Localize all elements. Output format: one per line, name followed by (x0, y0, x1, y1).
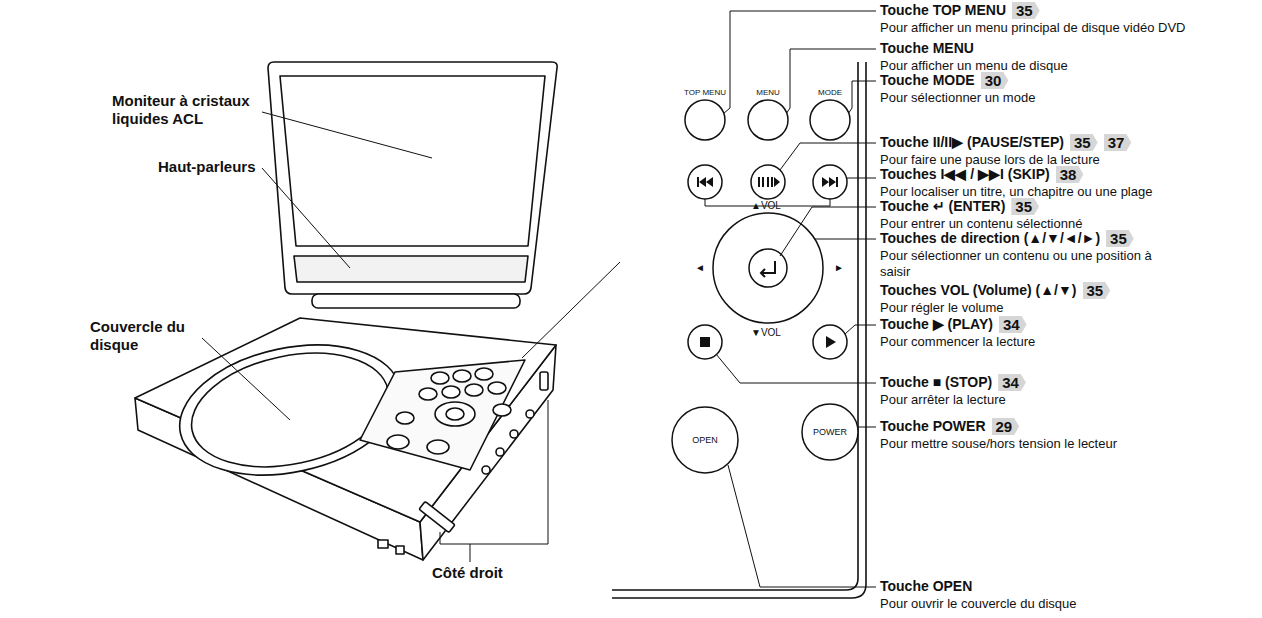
direction-pad (713, 213, 823, 323)
page-reference: 34 (999, 316, 1027, 333)
part-name: Haut-parleurs (158, 158, 256, 176)
button-description: Pour entrer un contenu sélectionné (880, 216, 1082, 232)
hinge (312, 294, 520, 308)
part-name: Moniteur à cristaux liquides ACL (112, 92, 262, 128)
button-name: Touche OPEN (880, 578, 972, 595)
button-name: Touche ▶ (PLAY) (880, 316, 993, 333)
callout-row: Touche ▶ (PLAY) 34 (880, 316, 1027, 333)
page-reference: 35 (1106, 230, 1134, 247)
button-description: Pour sélectionner un contenu ou une posi… (880, 248, 1170, 280)
button-name: Touche MODE (880, 72, 975, 89)
button-node: MODE (808, 89, 852, 142)
direction-mark: ► (834, 262, 844, 274)
button-description: Pour afficher un menu principal de disqu… (880, 20, 1185, 36)
part-name: Côté droit (432, 564, 503, 582)
volume-mark: ▼VOL (751, 327, 781, 339)
callout-row: Touche POWER 29 (880, 418, 1019, 435)
page-reference: 29 (992, 418, 1020, 435)
callout-row: Touches VOL (Volume) (▲/▼) 35 (880, 282, 1110, 299)
skip-forward-button (813, 165, 847, 199)
play-button (813, 325, 847, 359)
button-node: OPEN (671, 406, 739, 474)
button-description: Pour arrêter la lecture (880, 392, 1006, 408)
button-name: Touche II/II▶ (PAUSE/STEP) (880, 134, 1064, 151)
button-description: Pour afficher un menu de disque (880, 58, 1068, 74)
button-name: Touches VOL (Volume) (▲/▼) (880, 282, 1077, 299)
button-node: TOP MENU (682, 89, 728, 142)
disc-cover-inner (181, 336, 399, 483)
callout-row: Touche OPEN (880, 578, 972, 595)
button-description: Pour localiser un titre, un chapitre ou … (880, 184, 1152, 200)
base-top-face (135, 318, 556, 522)
part-name: Couvercle du disque (90, 318, 202, 354)
button-node: POWER (801, 403, 859, 461)
button-label: MODE (818, 89, 842, 97)
button-description: Pour mettre souse/hors tension le lecteu… (880, 436, 1117, 452)
button-circle (748, 100, 788, 140)
page-reference: 37 (1104, 134, 1132, 151)
button-description: Pour régler le volume (880, 300, 1004, 316)
button-node: MENU (746, 89, 790, 142)
callout-row: Touche ↵ (ENTER) 35 (880, 198, 1039, 215)
page-reference: 35 (1083, 282, 1111, 299)
callout-row: Touches I◀◀ / ▶▶I (SKIP) 38 (880, 166, 1083, 183)
callout-row: Touches de direction (▲/▼/◄/►) 35 (880, 230, 1134, 247)
button-panel (360, 360, 525, 470)
pause-step-button (751, 165, 785, 199)
callout-row: Touche TOP MENU 35 (880, 2, 1040, 19)
base-right-face (420, 345, 556, 560)
button-description: Pour commencer la lecture (880, 334, 1035, 350)
button-description: Pour sélectionner un mode (880, 90, 1035, 106)
callout-row: Touche MODE 30 (880, 72, 1008, 89)
page-reference: 38 (1056, 166, 1084, 183)
lid (268, 62, 557, 294)
skip-back-button (688, 165, 722, 199)
button-label: TOP MENU (684, 89, 726, 97)
button-circle (672, 407, 738, 473)
button-name: Touche TOP MENU (880, 2, 1006, 19)
lcd-screen (280, 76, 545, 246)
button-name: Touche MENU (880, 40, 974, 57)
button-name: Touche ■ (STOP) (880, 374, 992, 391)
button-circle (685, 100, 725, 140)
button-label: POWER (813, 428, 847, 437)
button-name: Touches I◀◀ / ▶▶I (SKIP) (880, 166, 1050, 183)
button-description: Pour ouvrir le couvercle du disque (880, 596, 1077, 612)
button-label: OPEN (692, 436, 718, 445)
stop-button (688, 325, 722, 359)
button-label: MENU (756, 89, 780, 97)
button-circle (810, 100, 850, 140)
page-reference: 34 (998, 374, 1026, 391)
button-description: Pour faire une pause lors de la lecture (880, 152, 1100, 168)
volume-mark: ▲VOL (751, 200, 781, 212)
callout-row: Touche ■ (STOP) 34 (880, 374, 1026, 391)
page-reference: 35 (1070, 134, 1098, 151)
page-reference: 35 (1012, 2, 1040, 19)
button-name: Touche ↵ (ENTER) (880, 198, 1005, 215)
direction-mark: ◄ (695, 262, 705, 274)
speaker-strip (294, 256, 528, 282)
page-reference: 30 (981, 72, 1009, 89)
callout-row: Touche II/II▶ (PAUSE/STEP) 35 37 (880, 134, 1131, 151)
page-reference: 35 (1011, 198, 1039, 215)
button-name: Touche POWER (880, 418, 986, 435)
callout-row: Touche MENU (880, 40, 974, 57)
button-name: Touches de direction (▲/▼/◄/►) (880, 230, 1100, 247)
button-circle (802, 404, 858, 460)
